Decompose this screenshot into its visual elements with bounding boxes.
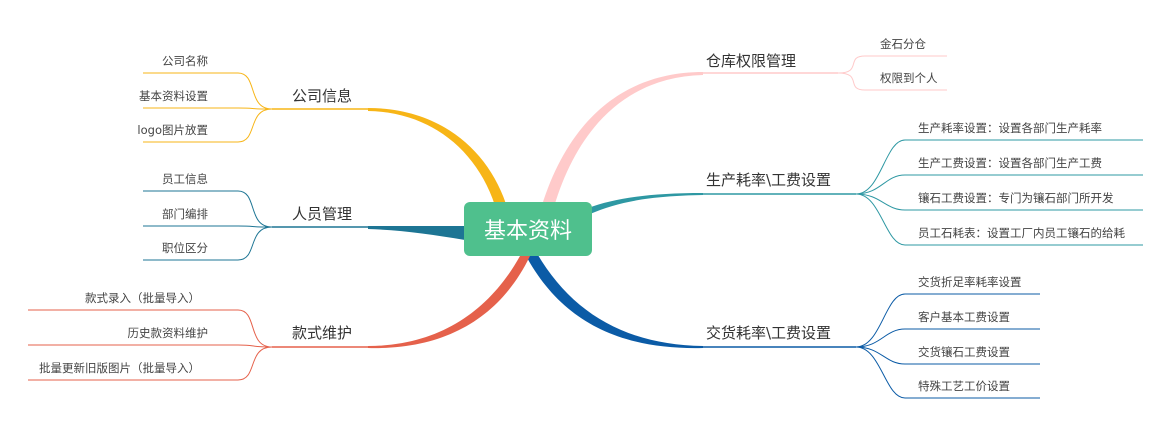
leaf-delivery-4[interactable]: 特殊工艺工价设置 <box>918 379 1010 393</box>
leaf-warehouse-connector-2 <box>837 72 866 91</box>
leaf-company-2[interactable]: 基本资料设置 <box>139 89 208 103</box>
leaf-delivery-1[interactable]: 交货折足率耗率设置 <box>918 275 1022 289</box>
branch-staff-label[interactable]: 人员管理 <box>291 205 352 223</box>
branch-style-label[interactable]: 款式维护 <box>291 324 352 342</box>
leaf-delivery-3[interactable]: 交货镶石工费设置 <box>918 345 1010 359</box>
leaf-company-connector-3 <box>237 108 273 143</box>
leaf-warehouse-2[interactable]: 权限到个人 <box>880 71 938 85</box>
branch-warehouse-label[interactable]: 仓库权限管理 <box>706 52 797 70</box>
leaf-company-1[interactable]: 公司名称 <box>162 54 208 68</box>
leaf-production-1[interactable]: 生产耗率设置：设置各部门生产耗率 <box>918 121 1102 135</box>
leaf-production-2[interactable]: 生产工费设置：设置各部门生产工费 <box>918 156 1102 170</box>
branch-company-label[interactable]: 公司信息 <box>291 87 352 105</box>
leaf-production-connector-4 <box>855 193 906 246</box>
leaf-production-connector-2 <box>855 174 906 195</box>
leaf-staff-2[interactable]: 部门编排 <box>162 207 208 221</box>
leaf-staff-connector-1 <box>237 190 273 228</box>
leaf-staff-connector-2 <box>237 225 273 228</box>
branch-company-connector <box>368 108 508 212</box>
leaf-style-connector-1 <box>237 309 273 348</box>
leaf-production-connector-3 <box>855 193 906 211</box>
branch-staff-connector <box>368 226 465 240</box>
leaf-style-3[interactable]: 批量更新旧版图片（批量导入） <box>39 361 200 375</box>
leaf-company-connector-2 <box>237 107 273 110</box>
leaf-warehouse-1[interactable]: 金石分仓 <box>880 37 926 51</box>
branch-production-label[interactable]: 生产耗率\工费设置 <box>706 171 832 189</box>
branch-delivery-connector <box>525 250 703 349</box>
branch-delivery-label[interactable]: 交货耗率\工费设置 <box>706 324 832 342</box>
leaf-company-connector-1 <box>237 72 273 110</box>
leaf-style-connector-2 <box>237 344 273 348</box>
center-topic[interactable]: 基本资料 <box>464 202 592 256</box>
leaf-production-4[interactable]: 员工石耗表：设置工厂内员工镶石的给耗 <box>918 226 1125 240</box>
leaf-style-connector-3 <box>237 346 273 381</box>
leaf-production-3[interactable]: 镶石工费设置：专门为镶石部门所开发 <box>918 191 1114 205</box>
leaf-delivery-connector-4 <box>855 346 906 399</box>
branch-style-connector <box>368 256 530 349</box>
branch-production-connector <box>588 193 703 214</box>
leaf-delivery-connector-3 <box>855 346 906 365</box>
leaf-style-2[interactable]: 历史款资料维护 <box>127 326 209 340</box>
leaf-production-connector-1 <box>855 139 906 195</box>
leaf-style-1[interactable]: 款式录入（批量导入） <box>85 291 200 305</box>
leaf-delivery-connector-1 <box>855 293 906 348</box>
leaf-staff-3[interactable]: 职位区分 <box>162 241 208 255</box>
leaf-company-3[interactable]: logo图片放置 <box>137 123 208 137</box>
leaf-staff-connector-3 <box>237 226 273 261</box>
branch-warehouse-connector <box>540 72 703 214</box>
leaf-delivery-connector-2 <box>855 328 906 348</box>
leaf-warehouse-connector-1 <box>837 55 866 74</box>
leaf-staff-1[interactable]: 员工信息 <box>162 172 208 186</box>
leaf-delivery-2[interactable]: 客户基本工费设置 <box>918 310 1010 324</box>
